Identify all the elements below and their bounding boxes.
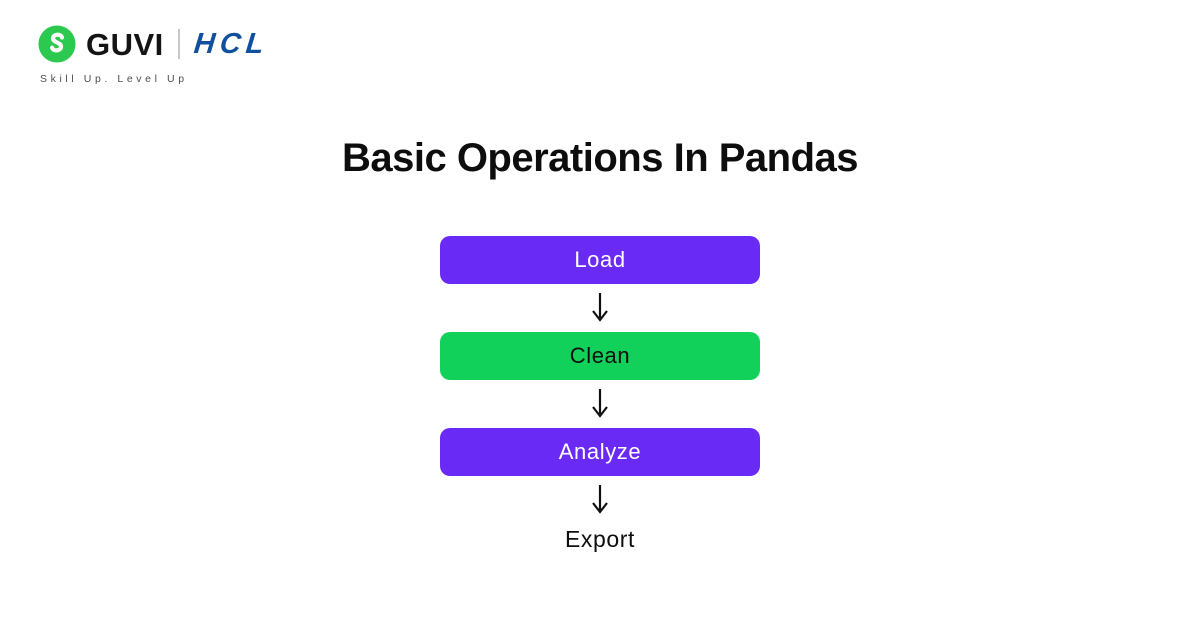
- flow-step-load: Load: [440, 236, 760, 284]
- down-arrow-icon: [592, 485, 608, 514]
- brand-row: GUVI HCL: [38, 24, 271, 64]
- flow-step-clean: Clean: [440, 332, 760, 380]
- brand-name: GUVI: [86, 26, 164, 62]
- page-title: Basic Operations In Pandas: [341, 136, 859, 180]
- down-arrow-icon: [592, 293, 608, 322]
- flow-connector: [591, 380, 609, 428]
- partner-logo: HCL: [192, 27, 271, 60]
- flow-connector: [591, 476, 609, 524]
- flow-connector: [591, 284, 609, 332]
- flowchart: Load Clean Analyze Export: [440, 236, 760, 553]
- down-arrow-icon: [592, 389, 608, 418]
- brand-tagline: Skill Up. Level Up: [40, 73, 188, 85]
- flow-step-export: Export: [564, 526, 636, 552]
- flow-step-analyze: Analyze: [440, 428, 760, 476]
- brand-divider: [177, 29, 180, 59]
- guvi-logo-icon: [38, 25, 76, 63]
- brand-header: GUVI HCL Skill Up. Level Up: [38, 24, 271, 85]
